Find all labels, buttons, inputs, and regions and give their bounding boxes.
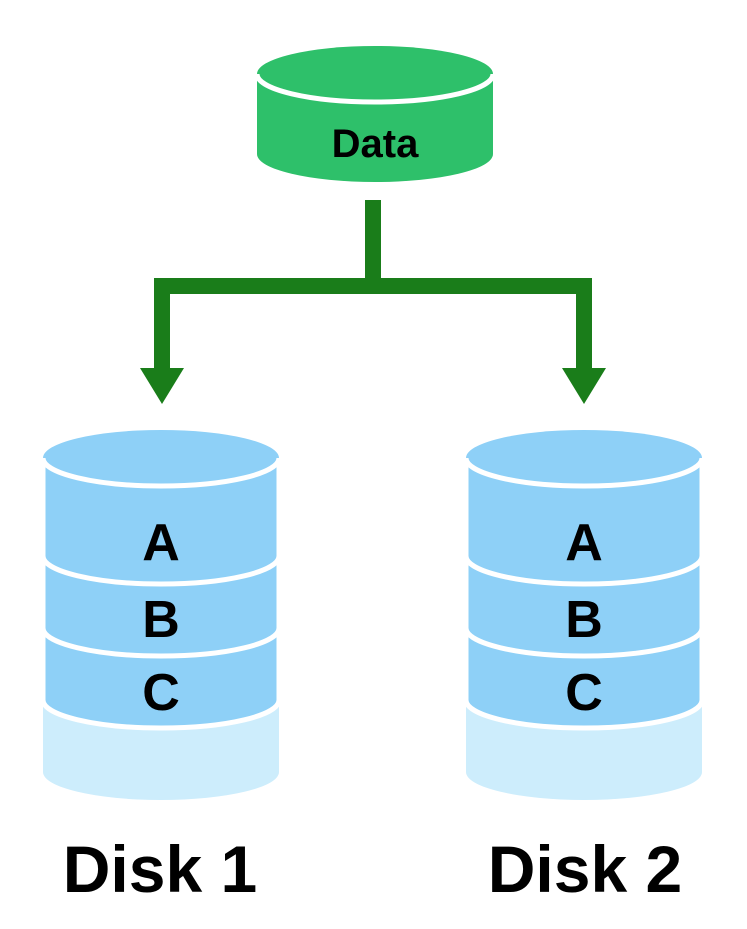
disk-2-segment-a <box>463 455 705 587</box>
disk-2-label-c: C <box>565 664 603 722</box>
data-source-rim <box>254 73 496 105</box>
arrow-right-shaft <box>576 278 592 370</box>
disk-1: A B C Disk 1 <box>40 430 282 906</box>
disk-2-label-b: B <box>565 591 603 649</box>
data-source-top <box>257 46 493 102</box>
disk-2: A B C Disk 2 <box>463 430 705 906</box>
disk-1-label-c: C <box>142 664 180 722</box>
disk-1-segment-a <box>40 455 282 587</box>
disk-2-title: Disk 2 <box>488 832 682 906</box>
disk-1-title: Disk 1 <box>63 832 257 906</box>
data-source-body <box>257 74 493 182</box>
arrow-left-shaft <box>154 278 170 370</box>
arrow-stem <box>365 200 381 288</box>
disk-2-top <box>466 430 702 486</box>
mirror-arrows <box>140 200 606 404</box>
disk-1-label-b: B <box>142 591 180 649</box>
arrow-left-head <box>140 368 184 404</box>
data-source-label: Data <box>332 122 419 166</box>
disk-1-label-a: A <box>142 514 180 572</box>
data-source-cylinder: Data <box>254 46 496 182</box>
disk-1-top <box>43 430 279 486</box>
disk-2-label-a: A <box>565 514 603 572</box>
arrow-right-head <box>562 368 606 404</box>
arrow-crossbar <box>154 278 592 294</box>
